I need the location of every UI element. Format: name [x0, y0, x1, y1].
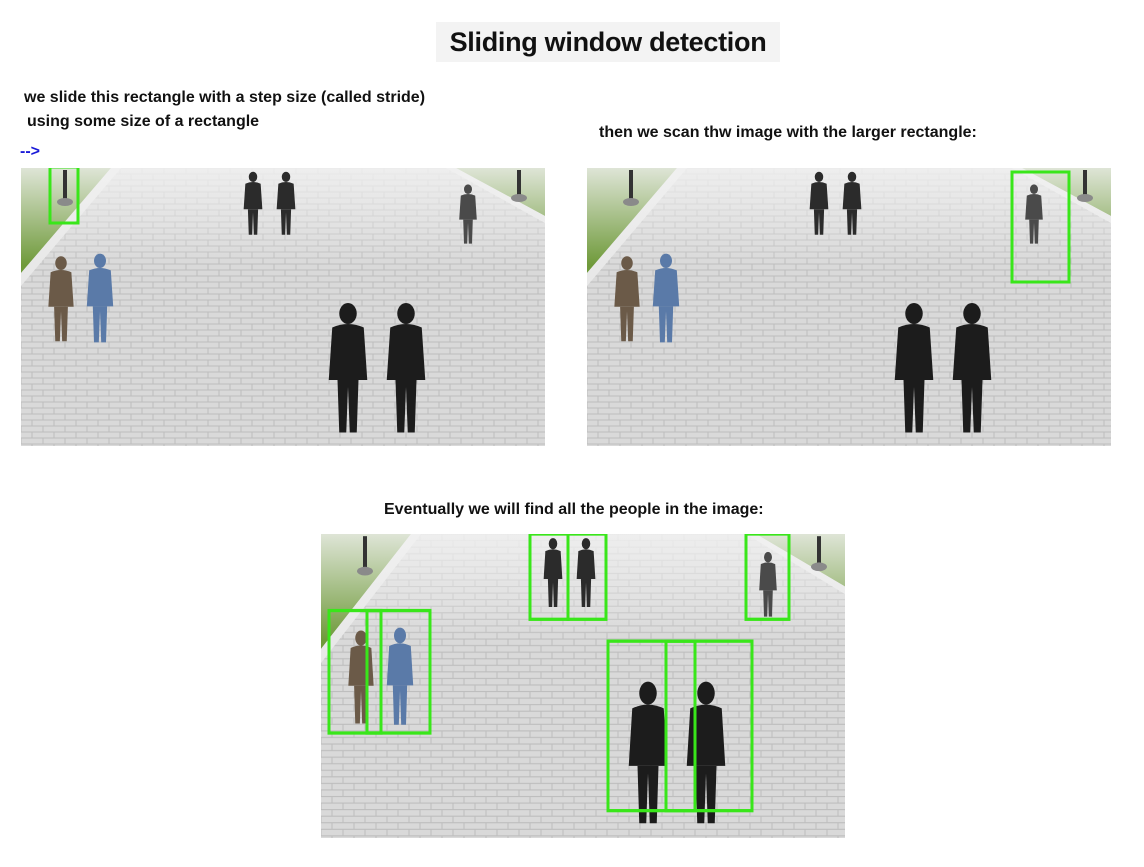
detection-box	[566, 534, 608, 621]
detection-box	[1010, 170, 1071, 284]
detection-box	[48, 168, 80, 225]
caption-right: then we scan thw image with the larger r…	[599, 124, 977, 141]
scene-image-all-detections	[321, 534, 845, 838]
detection-box	[606, 639, 697, 813]
detection-box	[664, 639, 754, 813]
page-title: Sliding window detection	[449, 26, 767, 57]
caption-bottom: Eventually we will find all the people i…	[384, 501, 764, 518]
scene-image-large-window	[587, 168, 1111, 446]
scene-image-small-window	[21, 168, 545, 446]
detection-box	[327, 608, 383, 735]
title-banner: Sliding window detection	[436, 22, 780, 62]
detection-box	[365, 608, 432, 735]
caption-left-line2: using some size of a rectangle	[27, 113, 260, 130]
caption-left-line1: we slide this rectangle with a step size…	[24, 89, 426, 106]
stride-arrow-icon: -->	[20, 143, 40, 160]
detection-box	[744, 534, 791, 621]
